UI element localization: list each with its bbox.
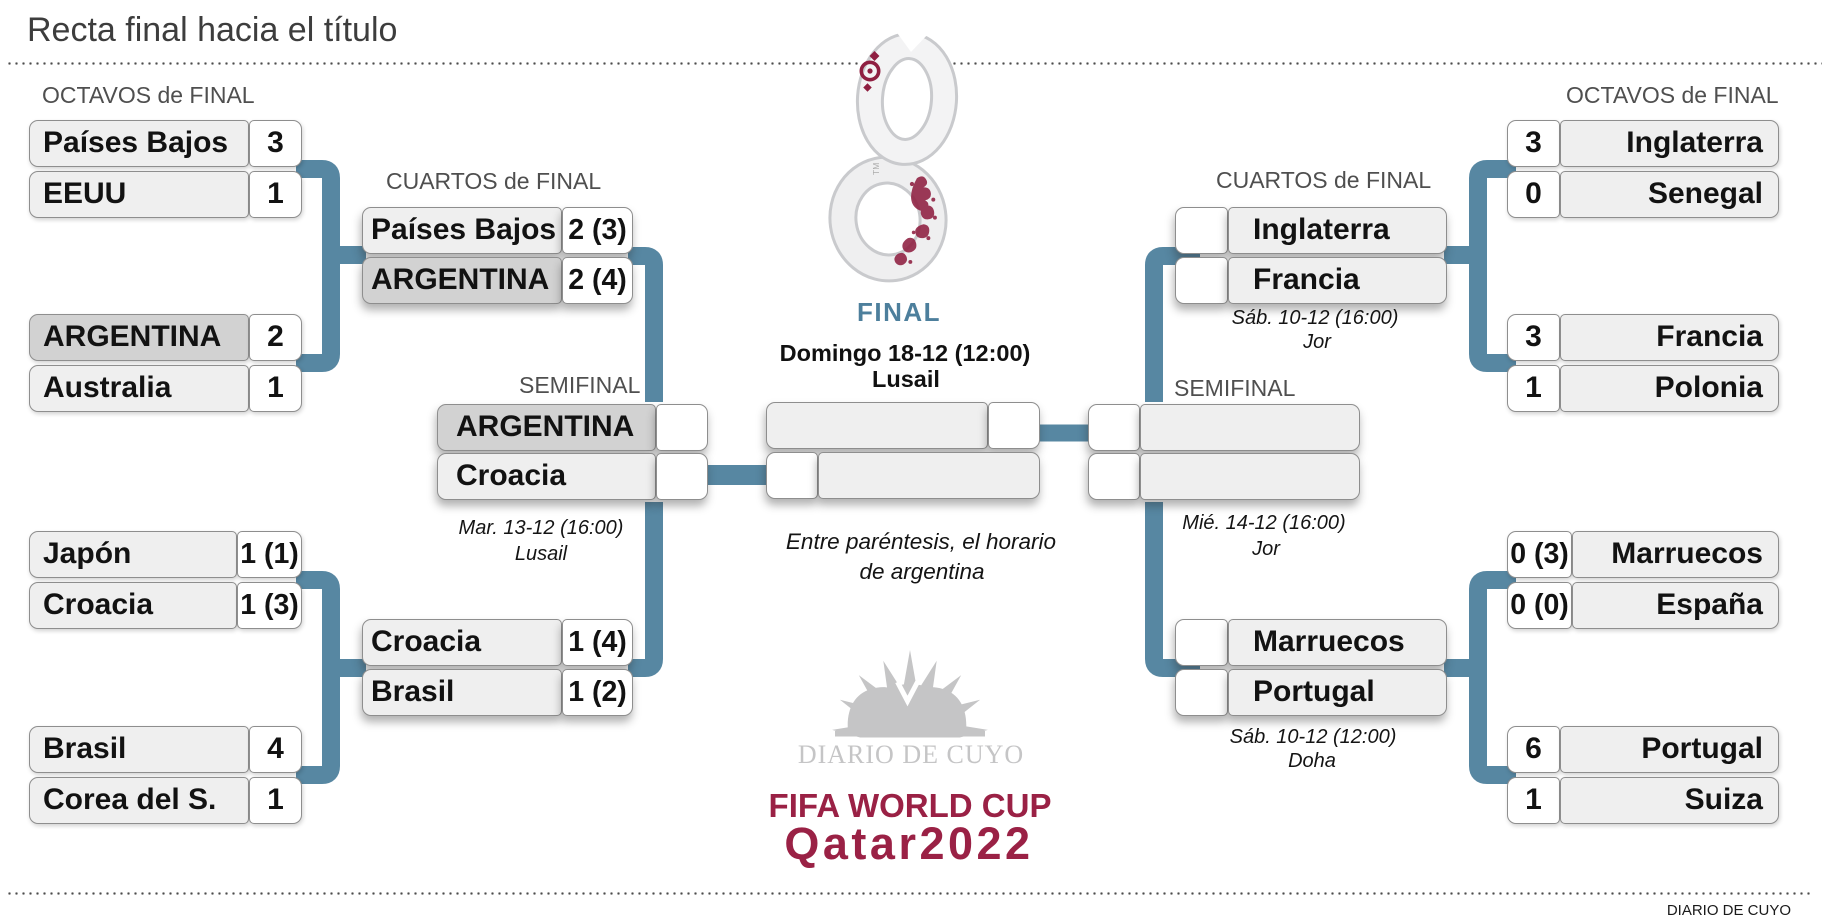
svg-text:DIARIO DE CUYO: DIARIO DE CUYO <box>798 740 1024 769</box>
svg-text:TM: TM <box>871 163 881 175</box>
